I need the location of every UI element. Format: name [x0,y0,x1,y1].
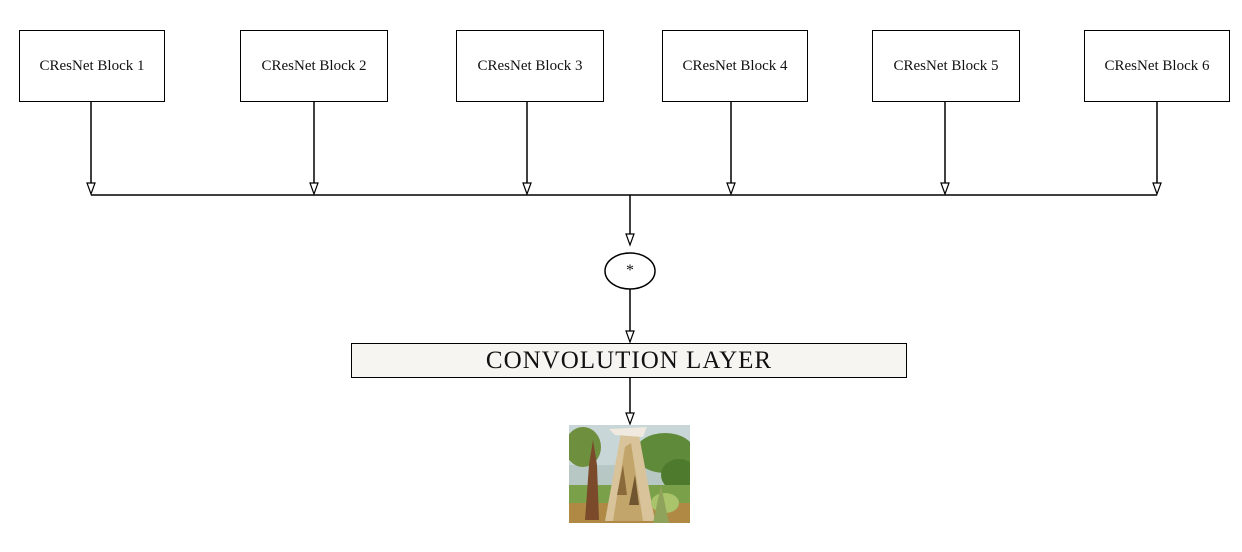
cresnet-block-6: CResNet Block 6 [1084,30,1230,102]
cresnet-block-3: CResNet Block 3 [456,30,604,102]
operator-symbol: * [626,262,634,279]
cresnet-block-1: CResNet Block 1 [19,30,165,102]
block-label: CResNet Block 4 [682,57,788,74]
cresnet-block-2: CResNet Block 2 [240,30,388,102]
block-label: CResNet Block 5 [893,57,999,74]
painting-thumbnail-icon [569,425,690,523]
cresnet-block-5: CResNet Block 5 [872,30,1020,102]
block-label: CResNet Block 1 [39,57,145,74]
block-label: CResNet Block 2 [261,57,367,74]
operator-ellipse [604,252,656,290]
block-label: CResNet Block 6 [1104,57,1210,74]
convolution-layer-label: CONVOLUTION LAYER [485,346,773,374]
operator-node: * [605,254,655,288]
block-label: CResNet Block 3 [477,57,583,74]
convolution-layer: CONVOLUTION LAYER [351,343,907,378]
cresnet-block-4: CResNet Block 4 [662,30,808,102]
